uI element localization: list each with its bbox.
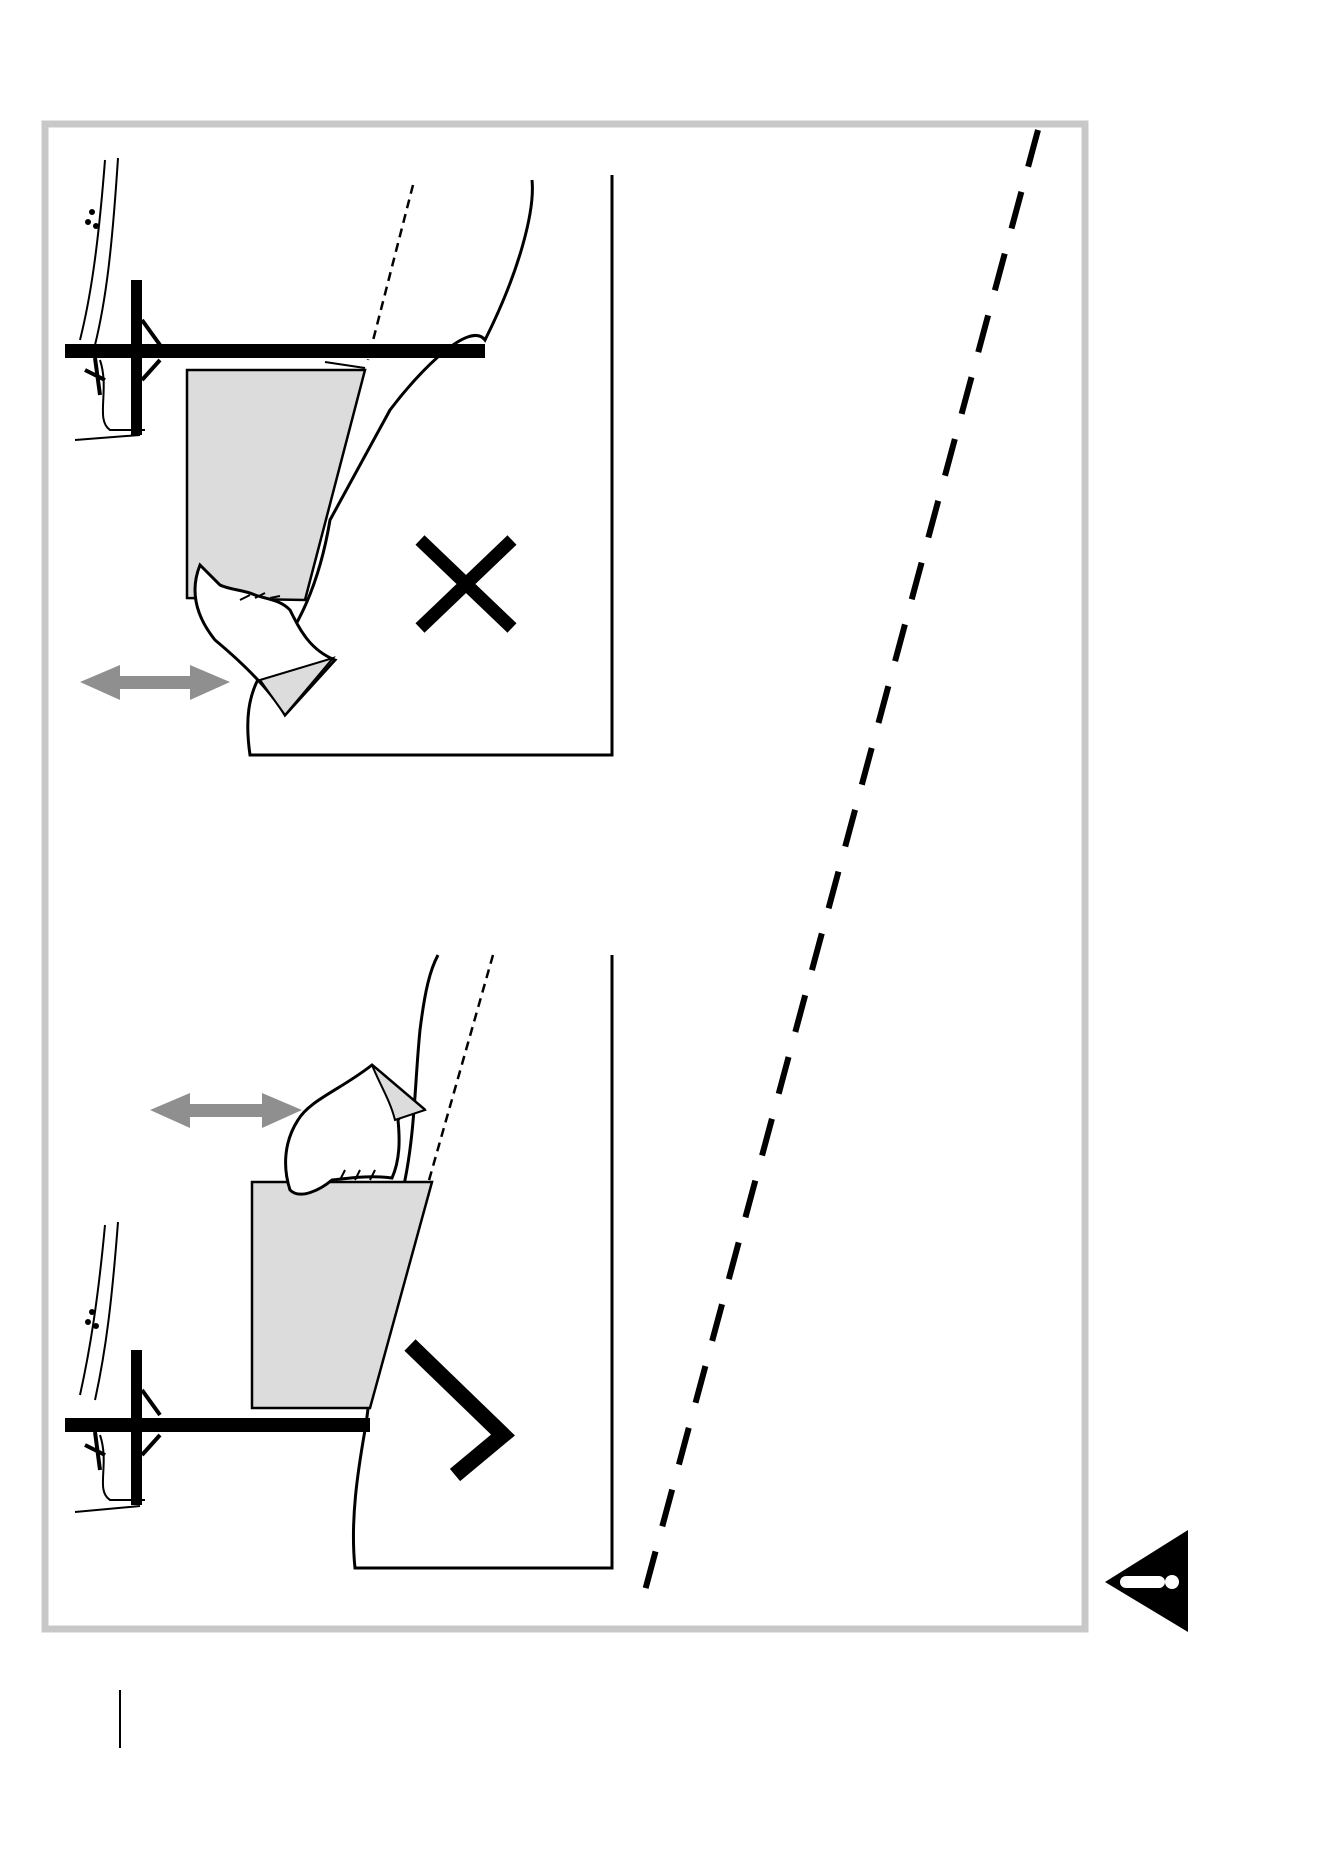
panel-incorrect xyxy=(65,158,612,755)
double-arrow xyxy=(150,1093,302,1128)
wall-edge xyxy=(80,1222,118,1400)
wall-edge xyxy=(80,158,118,345)
curtain-rod xyxy=(65,344,485,358)
curtain-rod xyxy=(65,1418,370,1432)
hand-illustration xyxy=(286,1065,425,1194)
fold-line xyxy=(368,185,413,360)
paper-top-fold xyxy=(325,362,365,368)
warning-triangle-icon xyxy=(1105,1530,1188,1632)
double-arrow xyxy=(80,665,230,700)
panel-correct xyxy=(65,955,612,1568)
diagonal-dashed-divider xyxy=(643,130,1038,1598)
